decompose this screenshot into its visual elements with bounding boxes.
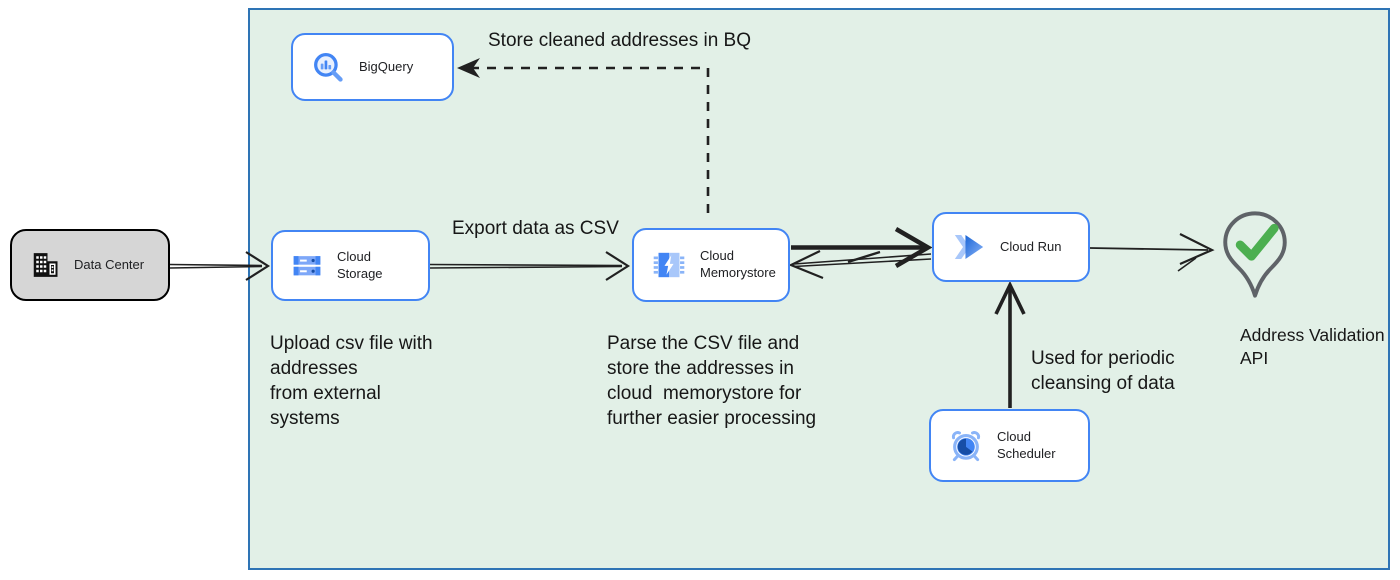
node-cloud-memorystore: Cloud Memorystore xyxy=(632,228,790,302)
gcp-boundary-container xyxy=(248,8,1390,570)
bigquery-icon xyxy=(314,53,343,82)
arrow-storage-to-memorystore xyxy=(429,251,631,281)
check-icon xyxy=(1235,223,1279,261)
edge-label-store-bq: Store cleaned addresses in BQ xyxy=(488,30,751,51)
node-label-cloud-scheduler: Cloud Scheduler xyxy=(997,428,1056,461)
arrow-memorystore-to-bigquery-dashed xyxy=(457,58,710,213)
dashed-arrowhead xyxy=(457,58,480,78)
annotation-upload-note: Upload csv file with addresses from exte… xyxy=(270,333,433,429)
memorystore-icon xyxy=(653,252,685,278)
annotation-parse-note: Parse the CSV file and store the address… xyxy=(607,333,817,429)
edge-label-periodic-cleansing: Used for periodic cleansing of data xyxy=(1031,348,1175,394)
scheduler-icon xyxy=(951,430,981,461)
arrow-run-to-addressvalidation xyxy=(1089,233,1215,272)
node-label-cloud-storage: Cloud Storage xyxy=(337,248,383,281)
building-icon xyxy=(33,253,58,277)
node-data-center: Data Center xyxy=(10,229,170,301)
arrow-scheduler-to-run xyxy=(994,280,1026,408)
address-validation-pin xyxy=(1220,209,1290,307)
arrow-datacenter-to-storage xyxy=(169,251,271,281)
node-cloud-storage: Cloud Storage xyxy=(271,230,430,301)
node-cloud-run: Cloud Run xyxy=(932,212,1090,282)
node-cloud-scheduler: Cloud Scheduler xyxy=(929,409,1090,482)
node-bigquery: BigQuery xyxy=(291,33,454,101)
edge-label-export-csv: Export data as CSV xyxy=(452,218,619,239)
cloud-run-icon xyxy=(954,234,984,260)
node-label-cloud-memorystore: Cloud Memorystore xyxy=(700,248,776,280)
node-label-cloud-run: Cloud Run xyxy=(1000,238,1062,254)
node-label-bigquery: BigQuery xyxy=(359,58,414,74)
cloud-storage-icon xyxy=(293,255,321,275)
arrow-run-to-memorystore xyxy=(788,250,932,280)
node-label-data-center: Data Center xyxy=(74,256,145,272)
map-pin-icon xyxy=(1223,211,1287,298)
annotation-address-api: Address Validation API xyxy=(1240,325,1385,368)
